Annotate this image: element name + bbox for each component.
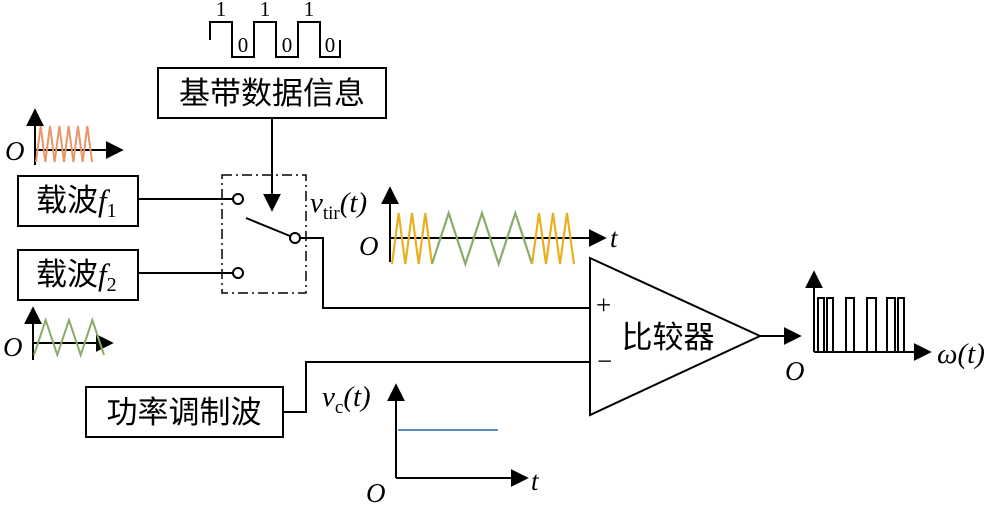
- carrier2-label: 载波f2: [36, 257, 117, 296]
- origin-label: O: [3, 332, 23, 362]
- origin-label: O: [366, 478, 386, 506]
- comparator-minus: −: [597, 346, 612, 376]
- vc-waveform-plot: O t: [366, 383, 540, 506]
- vtir-wire: [300, 237, 590, 309]
- bit-label: 0: [325, 33, 336, 57]
- switch-common-contact: [289, 232, 301, 244]
- bit-label: 1: [216, 0, 227, 21]
- t-axis-label: t: [531, 466, 540, 496]
- vtir-fast-triangle: [390, 212, 434, 265]
- carrier1-waveform-plot: O: [5, 108, 124, 166]
- output-waveform-plot: O: [785, 270, 932, 386]
- baseband-bit-waveform: 1 0 1 0 1 0: [209, 0, 341, 58]
- origin-label: O: [359, 231, 379, 261]
- carrier2-wave: [33, 316, 105, 359]
- output-pwm-pulses: [814, 297, 930, 353]
- bit-label: 1: [304, 0, 315, 21]
- origin-label: O: [5, 136, 25, 166]
- carrier1-box: [17, 175, 139, 227]
- comparator-label: 比较器: [622, 320, 715, 356]
- switch-contact-1: [232, 193, 244, 205]
- switch-contact-2: [232, 267, 244, 279]
- switch-enclosure: [221, 174, 307, 294]
- t-axis-label: t: [610, 223, 619, 253]
- vtir-slow-triangle: [430, 209, 534, 268]
- power-mod-box: [85, 386, 284, 438]
- vc-label: vc(t): [322, 381, 371, 418]
- origin-label: O: [785, 356, 805, 386]
- comparator-triangle: [589, 256, 763, 417]
- output-label: ω(t): [937, 338, 985, 370]
- vtir-waveform-plot: O t: [359, 186, 619, 268]
- power-mod-label: 功率调制波: [107, 395, 262, 431]
- vc-wire: [283, 361, 590, 413]
- carrier1-wave: [35, 125, 93, 163]
- vtir-label: vtir(t): [310, 187, 367, 224]
- bit-label: 0: [238, 33, 249, 57]
- switch-lever: [245, 217, 291, 237]
- baseband-data-label: 基带数据信息: [179, 76, 365, 112]
- bit-label: 0: [282, 33, 293, 57]
- carrier2-box: [17, 249, 139, 301]
- bit-label: 1: [260, 0, 271, 21]
- comparator-plus: +: [596, 290, 611, 320]
- carrier2-waveform-plot: O: [3, 306, 114, 362]
- carrier1-label: 载波f1: [36, 183, 117, 222]
- baseband-data-box: [157, 67, 387, 119]
- vtir-fast-triangle: [530, 212, 576, 265]
